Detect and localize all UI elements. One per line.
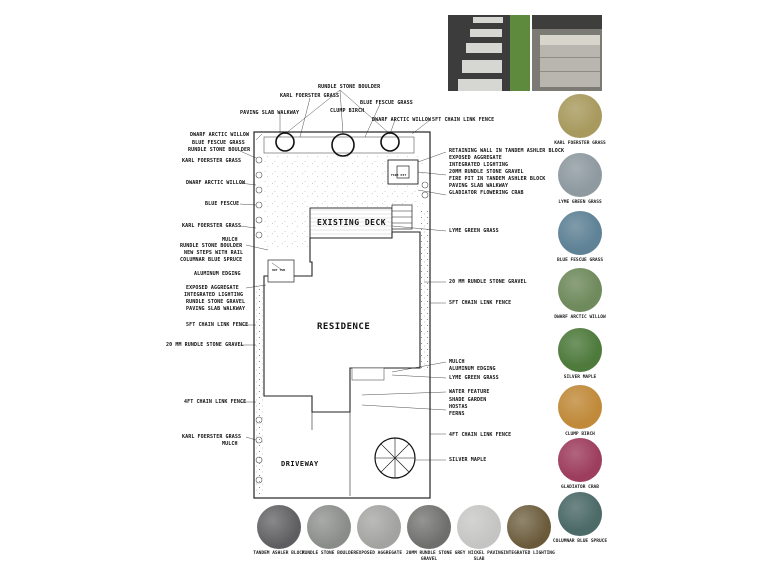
photo-fire-pit bbox=[532, 15, 602, 91]
label-right-water-feature: WATER FEATURE bbox=[449, 389, 490, 395]
label-top-paving-slab: PAVING SLAB WALKWAY bbox=[240, 110, 300, 116]
plant-swatch-label: KARL FOERSTER GRASS bbox=[554, 141, 606, 146]
plant-swatch-label: GLADIATOR CRAB bbox=[561, 485, 599, 490]
plant-swatch-1 bbox=[558, 153, 602, 197]
plant-swatch-6 bbox=[558, 438, 602, 482]
material-swatch-label: TANDEM ASHLER BLOCK bbox=[253, 551, 305, 556]
material-swatch-1 bbox=[307, 505, 351, 549]
material-swatch-label: GREY NICKEL PAVING SLAB bbox=[454, 551, 504, 562]
label-left-karl-foerster-2: KARL FOERSTER GRASS bbox=[182, 223, 242, 229]
label-left-dwarf-willow-2: DWARF ARCTIC WILLOW bbox=[186, 180, 246, 186]
label-right-paving-slab: PAVING SLAB WALKWAY bbox=[449, 183, 509, 189]
label-right-20mm-gravel-2: 20 MM RUNDLE STONE GRAVEL bbox=[449, 279, 527, 285]
label-left-karl-foerster-3: KARL FOERSTER GRASS bbox=[182, 434, 242, 440]
material-swatch-3 bbox=[407, 505, 451, 549]
label-right-ferns: FERNS bbox=[449, 411, 465, 417]
plant-swatch-label: LYME GREEN GRASS bbox=[558, 200, 602, 205]
area-existing-deck: EXISTING DECK bbox=[317, 218, 387, 227]
plant-swatch-0 bbox=[558, 94, 602, 138]
label-left-dwarf-willow: DWARF ARCTIC WILLOW bbox=[190, 132, 250, 138]
label-right-aluminum-edging: ALUMINUM EDGING bbox=[449, 366, 496, 372]
label-left-paving-slab: PAVING SLAB WALKWAY bbox=[186, 306, 246, 312]
label-left-mulch-2: MULCH bbox=[222, 441, 238, 447]
label-top-clump-birch: CLUMP BIRCH bbox=[330, 108, 365, 114]
label-top-karl-foerster: KARL FOERSTER GRASS bbox=[280, 93, 340, 99]
plant-swatch-label: BLUE FESCUE GRASS bbox=[556, 258, 604, 263]
label-right-gladiator-crab: GLADIATOR FLOWERING CRAB bbox=[449, 190, 524, 196]
label-left-blue-fescue: BLUE FESCUE GRASS bbox=[192, 140, 245, 146]
label-right-exposed-aggregate: EXPOSED AGGREGATE bbox=[449, 155, 502, 161]
label-right-20mm-gravel: 20MM RUNDLE STONE GRAVEL bbox=[449, 169, 524, 175]
material-swatch-label: 20MM RUNDLE STONE GRAVEL bbox=[405, 551, 453, 562]
plant-swatch-label: COLUMNAR BLUE SPRUCE bbox=[552, 539, 608, 544]
label-right-silver-maple: SILVER MAPLE bbox=[449, 457, 487, 463]
area-driveway: DRIVEWAY bbox=[281, 460, 319, 468]
plant-swatch-label: SILVER MAPLE bbox=[563, 375, 597, 380]
material-swatch-2 bbox=[357, 505, 401, 549]
material-swatch-label: EXPOSED AGGREGATE bbox=[355, 551, 403, 556]
area-hot-tub: HOT TUB bbox=[272, 268, 286, 272]
label-left-blue-fescue-2: BLUE FESCUE bbox=[205, 201, 240, 207]
photo-paving-slab-walkway bbox=[448, 15, 530, 91]
plant-swatch-4 bbox=[558, 328, 602, 372]
label-top-rundle-boulder: RUNDLE STONE BOULDER bbox=[318, 84, 381, 90]
label-left-rundle-boulder: RUNDLE STONE BOULDER bbox=[188, 147, 251, 153]
label-left-5ft-fence: 5FT CHAIN LINK FENCE bbox=[186, 322, 249, 328]
label-right-lyme-grass-2: LYME GREEN GRASS bbox=[449, 375, 499, 381]
label-right-hostas: HOSTAS bbox=[449, 404, 468, 410]
plant-swatch-label: DWARF ARCTIC WILLOW bbox=[554, 315, 606, 320]
plant-swatch-label: CLUMP BIRCH bbox=[565, 432, 595, 437]
label-right-retaining-wall: RETAINING WALL IN TANDEM ASHLER BLOCK bbox=[449, 148, 565, 154]
label-left-20mm-gravel: 20 MM RUNDLE STONE GRAVEL bbox=[166, 342, 244, 348]
label-left-4ft-fence: 4FT CHAIN LINK FENCE bbox=[184, 399, 247, 405]
label-left-new-steps: NEW STEPS WITH RAIL bbox=[184, 250, 244, 256]
material-swatch-5 bbox=[507, 505, 551, 549]
area-fire-pit: FIRE PIT bbox=[391, 173, 407, 177]
plant-swatch-3 bbox=[558, 268, 602, 312]
material-swatch-label: RUNDLE STONE BOULDER bbox=[301, 551, 357, 556]
plant-swatch-5 bbox=[558, 385, 602, 429]
area-residence: RESIDENCE bbox=[317, 322, 371, 332]
plant-swatch-7 bbox=[558, 492, 602, 536]
material-swatch-0 bbox=[257, 505, 301, 549]
label-left-integrated-lighting: INTEGRATED LIGHTING bbox=[184, 292, 244, 298]
label-left-aluminum-edging: ALUMINUM EDGING bbox=[194, 271, 241, 277]
label-left-rundle-boulder-2: RUNDLE STONE BOULDER bbox=[180, 243, 243, 249]
label-left-mulch: MULCH bbox=[222, 237, 238, 243]
label-right-4ft-fence: 4FT CHAIN LINK FENCE bbox=[449, 432, 512, 438]
label-left-exposed-aggregate: EXPOSED AGGREGATE bbox=[186, 285, 239, 291]
label-right-fire-pit: FIRE PIT IN TANDEM ASHLER BLOCK bbox=[449, 176, 546, 182]
label-top-blue-fescue: BLUE FESCUE GRASS bbox=[360, 100, 413, 106]
material-swatch-4 bbox=[457, 505, 501, 549]
label-right-5ft-fence: 5FT CHAIN LINK FENCE bbox=[449, 300, 512, 306]
label-right-lyme-grass: LYME GREEN GRASS bbox=[449, 228, 499, 234]
label-left-blue-spruce: COLUMNAR BLUE SPRUCE bbox=[180, 257, 243, 263]
label-right-integrated-lighting: INTEGRATED LIGHTING bbox=[449, 162, 509, 168]
label-right-mulch: MULCH bbox=[449, 359, 465, 365]
material-swatch-label: INTEGRATED LIGHTING bbox=[503, 551, 555, 556]
plant-swatch-2 bbox=[558, 211, 602, 255]
label-left-karl-foerster: KARL FOERSTER GRASS bbox=[182, 158, 242, 164]
label-left-rundle-gravel: RUNDLE STONE GRAVEL bbox=[186, 299, 246, 305]
label-top-dwarf-willow: DWARF ARCTIC WILLOW bbox=[372, 117, 432, 123]
label-right-shade-garden: SHADE GARDEN bbox=[449, 397, 487, 403]
label-top-5ft-fence: 5FT CHAIN LINK FENCE bbox=[432, 117, 495, 123]
